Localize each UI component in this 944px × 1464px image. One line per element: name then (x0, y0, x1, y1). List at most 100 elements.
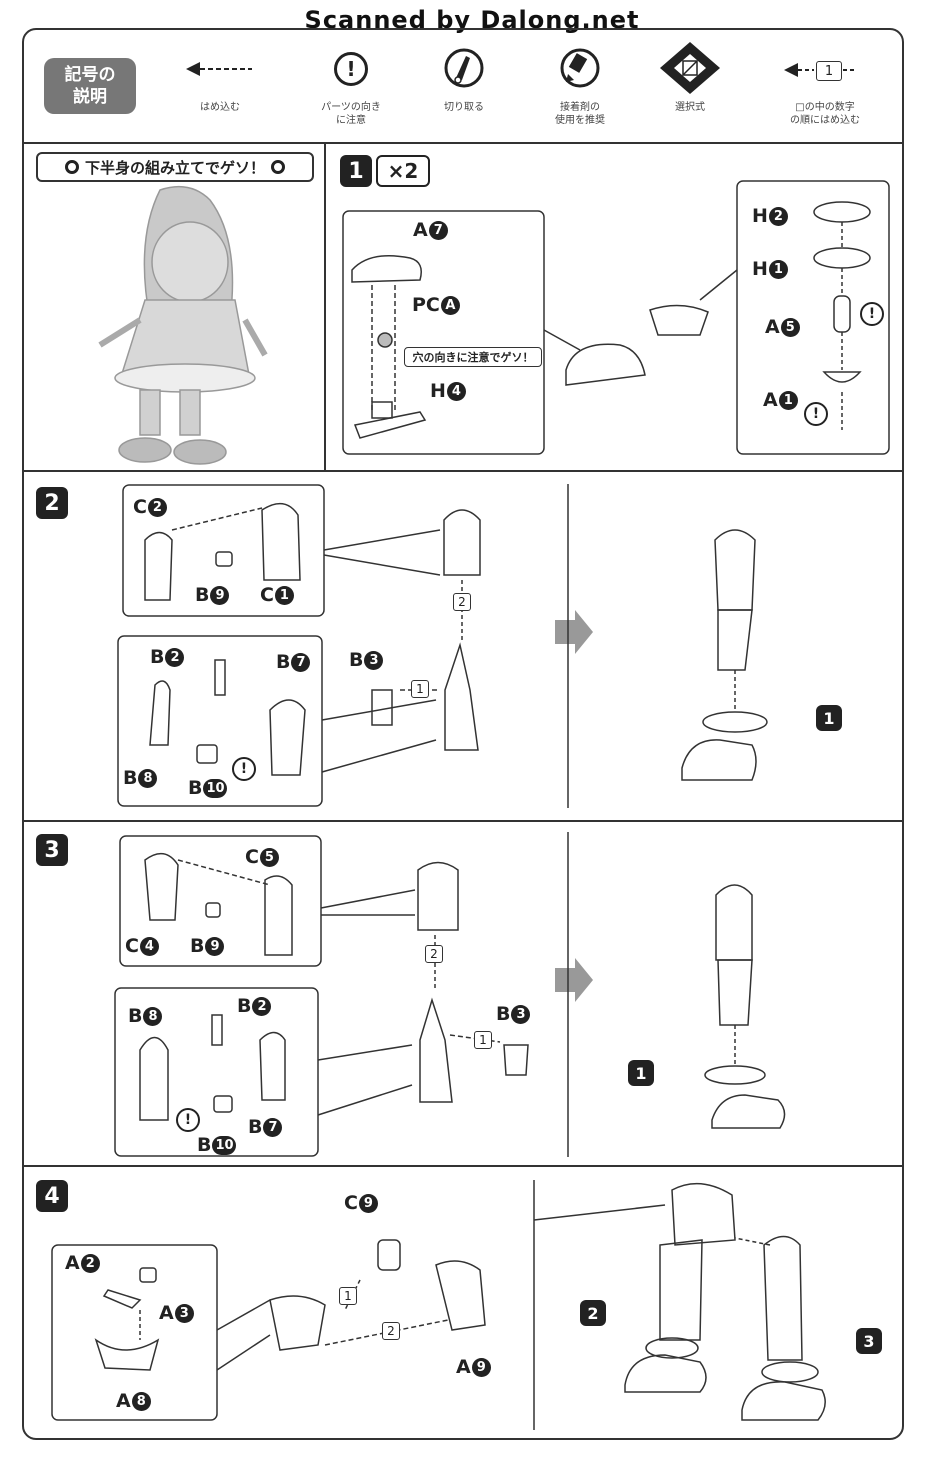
order-number-icon (784, 63, 856, 77)
part-number: 10 (203, 778, 228, 798)
part-number: 2 (768, 206, 788, 226)
subassembly-ref: 3 (856, 1328, 882, 1354)
part-letter: B (190, 935, 205, 957)
part-number: 7 (263, 1117, 283, 1137)
arrow-right-icon (555, 610, 593, 654)
part-joint (649, 304, 709, 336)
part-letter: B (123, 767, 138, 789)
part-number: 3 (511, 1004, 531, 1024)
divider (22, 820, 904, 822)
assembled-shoe (711, 1094, 786, 1129)
legend-label: パーツの向きに注意 (296, 101, 406, 127)
part-letter: B (496, 1003, 511, 1025)
step2-inset-top (122, 484, 325, 617)
multiplier-badge: ×2 (376, 155, 430, 187)
legend-label-line: 接着剤の (560, 102, 600, 113)
exclamation-icon: ! (334, 52, 368, 86)
step-3-badge: 3 (36, 834, 68, 866)
assembled-leg-right (763, 1235, 803, 1361)
assembled-hip (671, 1182, 736, 1246)
assembled-shoe-right (741, 1381, 826, 1421)
part-letter: A (763, 389, 778, 411)
part-number: 1 (274, 585, 294, 605)
order-number: 2 (453, 593, 471, 611)
part-letter: H (752, 205, 768, 227)
legend-label: 接着剤の使用を推奨 (530, 101, 630, 127)
part-letter: C (133, 496, 147, 518)
part-h4-post (371, 401, 393, 419)
step3-inset-top (119, 835, 322, 967)
ring-icon (271, 160, 285, 174)
legend-label: 選択式 (675, 102, 705, 113)
order-number: 1 (411, 680, 429, 698)
upper-leg (443, 509, 481, 576)
part-letter: H (430, 380, 446, 402)
legend-label-line: に注意 (336, 115, 366, 126)
part-a5 (833, 295, 851, 333)
assembled-joint (702, 711, 768, 733)
assembled-leg-left (659, 1239, 703, 1341)
order-number-icon: 1 (816, 61, 842, 81)
part-number: 7 (291, 652, 311, 672)
legend-label-line: パーツの向き (321, 102, 381, 113)
part-a2 (102, 1289, 142, 1309)
assembled-shoe-left (624, 1354, 707, 1393)
part-number: A (440, 295, 460, 315)
instruction-sheet (22, 28, 904, 1440)
part-number: 2 (165, 647, 185, 667)
part-b2 (214, 659, 226, 696)
caution-note: 穴の向きに注意でゲソ！ (404, 347, 542, 367)
part-c2 (144, 531, 173, 601)
part-number: 4 (446, 381, 466, 401)
assembled-leg-lower (717, 959, 753, 1026)
part-h4 (353, 411, 427, 439)
assembled-leg-upper (715, 884, 753, 961)
part-letter: A (159, 1302, 174, 1324)
order-number: 1 (474, 1031, 492, 1049)
part-a8 (94, 1338, 160, 1371)
caution-icon: ! (232, 757, 256, 781)
part-h2 (813, 201, 871, 223)
subassembly-ref: 1 (628, 1060, 654, 1086)
part-b10 (213, 1095, 233, 1113)
step1-inset-right (736, 180, 890, 455)
choice-diamond-icon (660, 42, 720, 94)
cutter-icon (444, 48, 484, 88)
part-letter: B (237, 995, 252, 1017)
step3-inset-bottom (114, 987, 319, 1157)
part-a7 (351, 255, 422, 283)
legend-label-line: の順にはめ込む (790, 115, 860, 126)
section-title: 下半身の組み立てでゲソ！ (36, 152, 314, 182)
order-number: 2 (382, 1322, 400, 1340)
part-b8 (149, 680, 171, 746)
part-letter: A (65, 1252, 80, 1274)
part-letter: C (344, 1192, 358, 1214)
legend-label-line: 使用を推奨 (555, 115, 605, 126)
assembled-shoe (681, 739, 757, 781)
part-number: 1 (778, 390, 798, 410)
part-number: 5 (780, 317, 800, 337)
glue-icon (560, 48, 600, 88)
part-b7 (269, 699, 306, 776)
part-letter: A (116, 1390, 131, 1412)
divider (22, 142, 904, 144)
arrow-right-icon (555, 958, 593, 1002)
caution-icon: ! (804, 402, 828, 426)
part-letter: A (765, 316, 780, 338)
step-2-badge: 2 (36, 487, 68, 519)
part-letter: C (260, 584, 274, 606)
